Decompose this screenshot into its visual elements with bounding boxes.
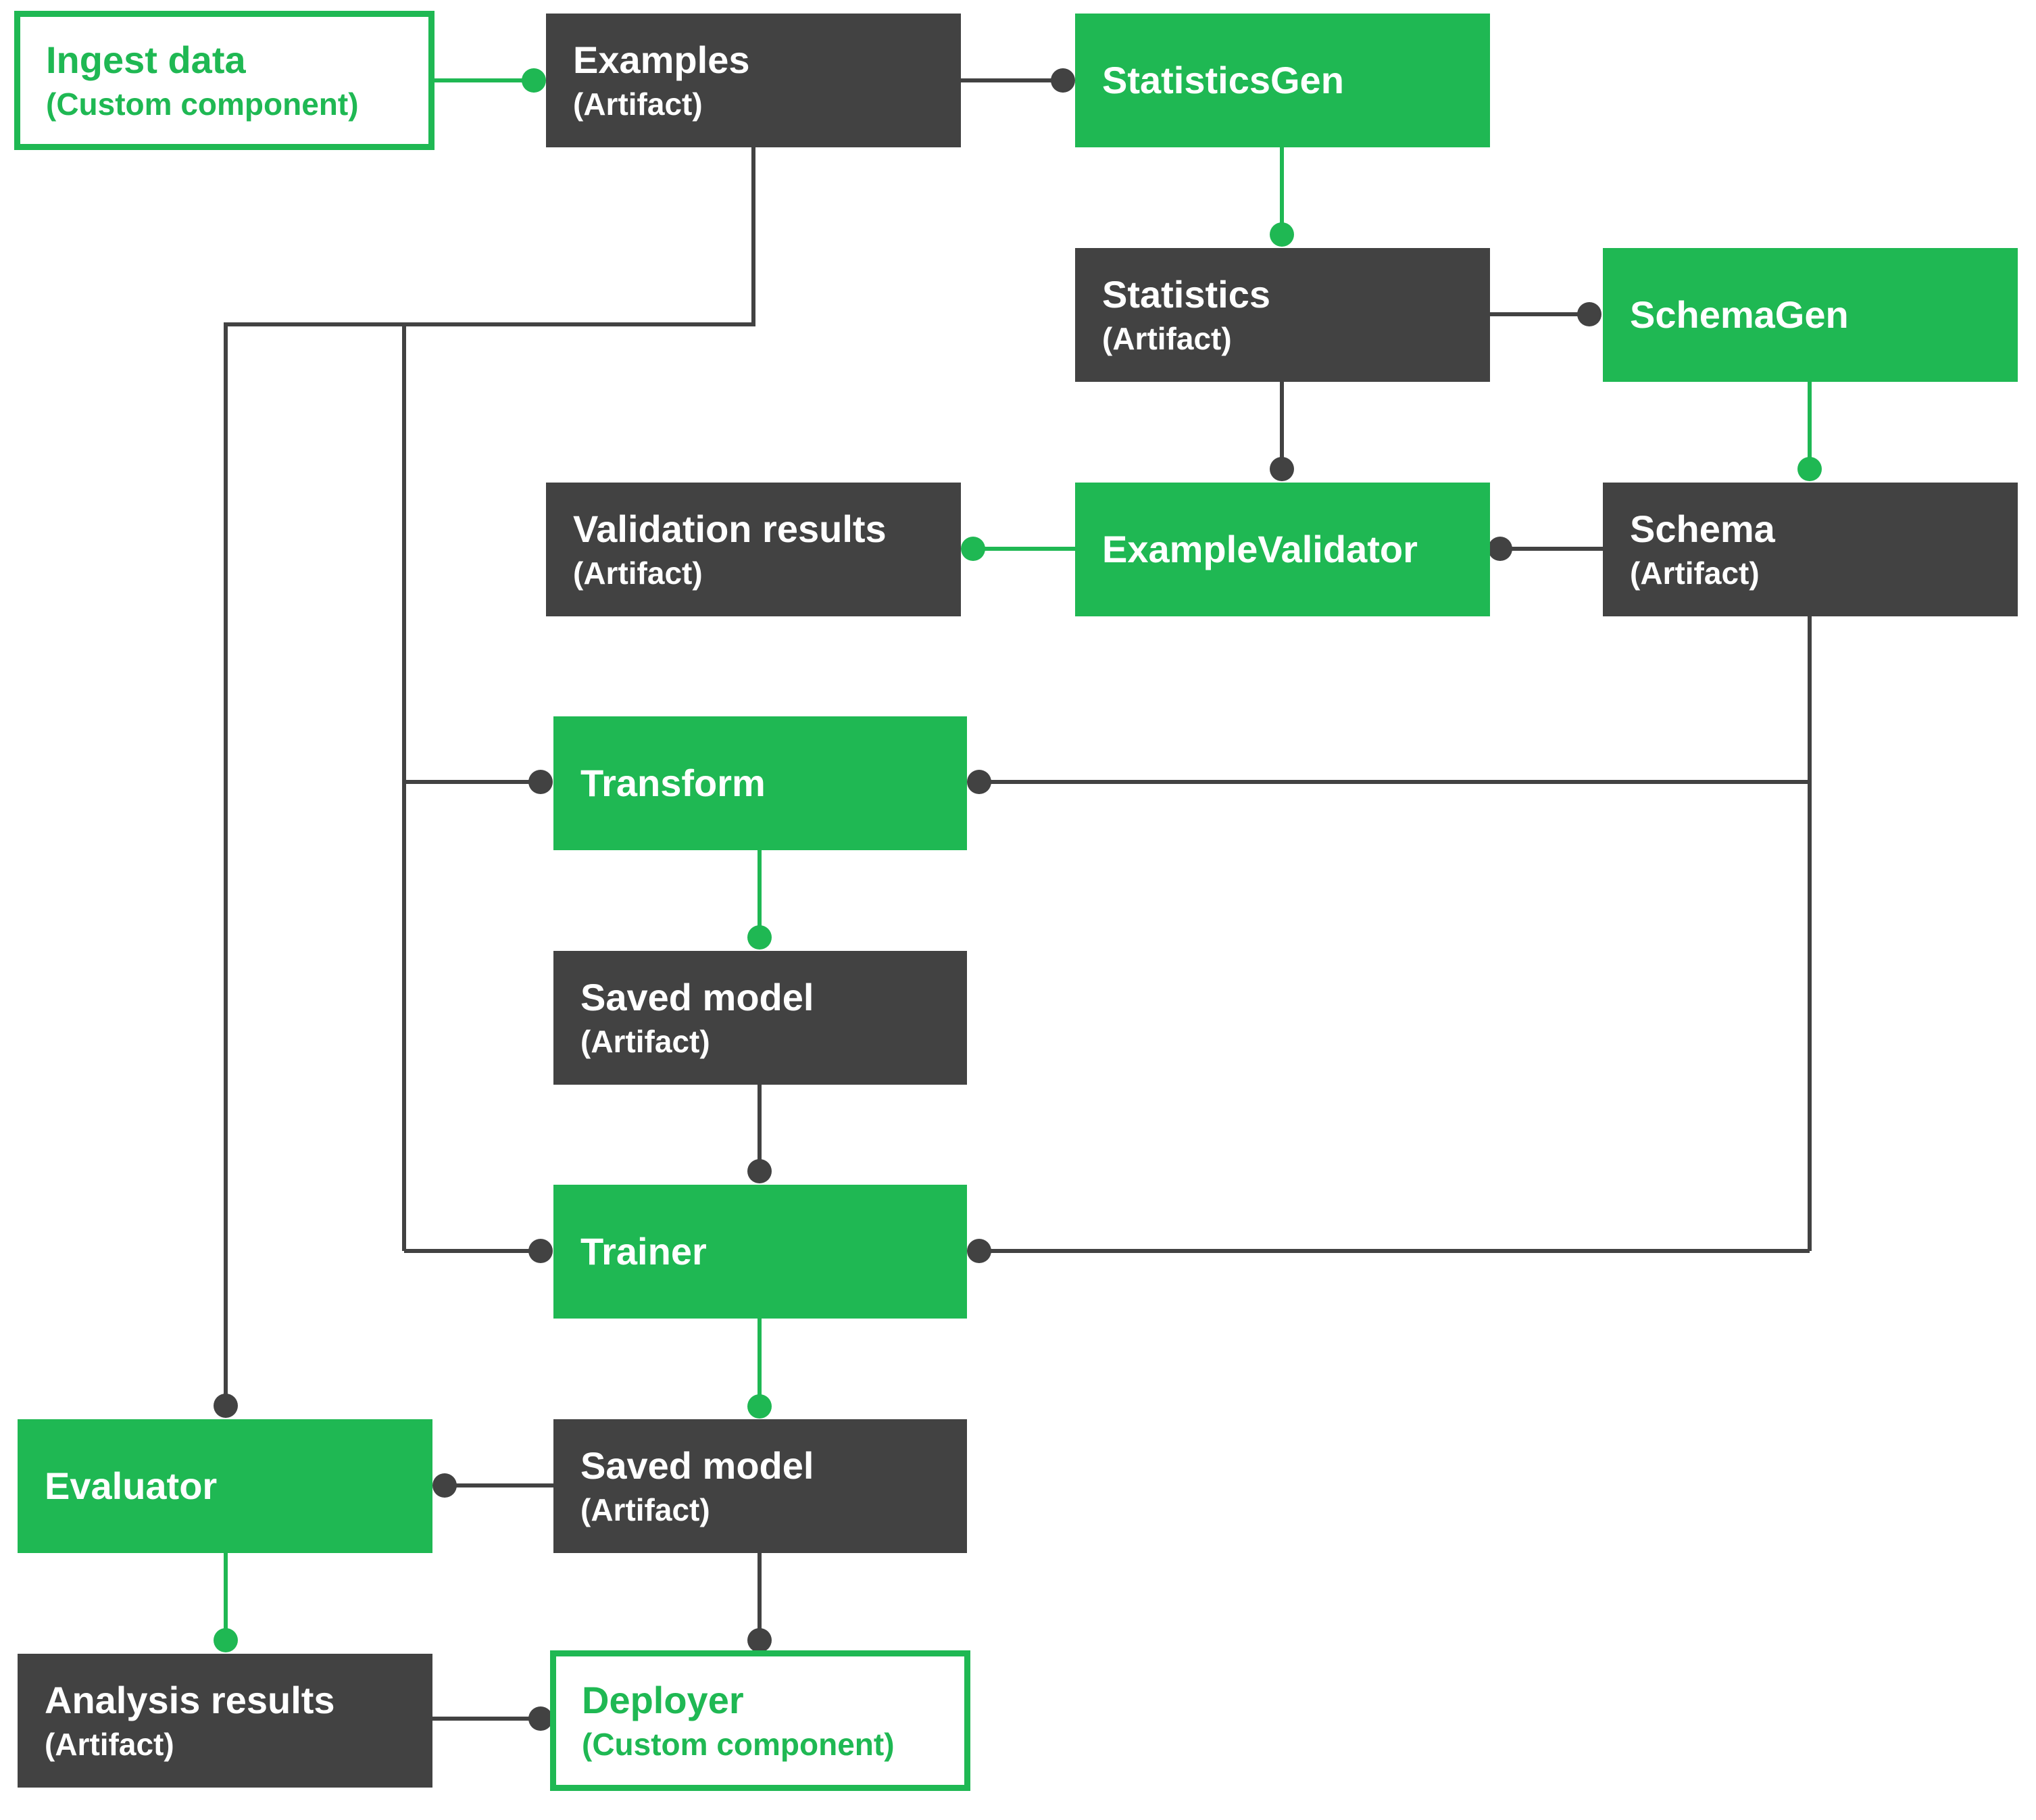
node-subtitle: (Custom component) bbox=[582, 1727, 895, 1762]
saved-model-node-1[interactable]: Saved model (Artifact) bbox=[553, 951, 967, 1085]
node-title: Saved model bbox=[580, 1444, 814, 1487]
node-title: SchemaGen bbox=[1630, 293, 1849, 336]
connector-dot bbox=[1270, 222, 1294, 247]
connector-dot bbox=[528, 1706, 553, 1731]
connector-dot bbox=[747, 1159, 772, 1183]
connector-dot bbox=[528, 1239, 553, 1263]
node-subtitle: (Artifact) bbox=[1102, 321, 1232, 356]
connector-dot bbox=[747, 1628, 772, 1652]
connector-dot bbox=[961, 537, 985, 561]
statisticsgen-node[interactable]: StatisticsGen bbox=[1075, 14, 1490, 147]
node-subtitle: (Artifact) bbox=[573, 87, 703, 122]
connector-dot bbox=[1051, 68, 1075, 93]
connector-dot bbox=[1577, 302, 1602, 326]
node-subtitle: (Artifact) bbox=[580, 1492, 710, 1527]
connector-dot bbox=[747, 1394, 772, 1419]
edge-examples-downstream bbox=[224, 146, 755, 1406]
analysis-results-node[interactable]: Analysis results (Artifact) bbox=[18, 1654, 432, 1788]
validation-results-node[interactable]: Validation results (Artifact) bbox=[546, 483, 961, 616]
connector-dot bbox=[1797, 457, 1822, 481]
connector-dot bbox=[214, 1394, 238, 1418]
schema-node[interactable]: Schema (Artifact) bbox=[1603, 483, 2018, 616]
schemagen-node[interactable]: SchemaGen bbox=[1603, 248, 2018, 382]
connector-dot bbox=[967, 770, 991, 794]
node-title: Saved model bbox=[580, 976, 814, 1018]
node-title: Ingest data bbox=[46, 39, 246, 81]
node-title: Transform bbox=[580, 762, 766, 804]
transform-node[interactable]: Transform bbox=[553, 716, 967, 850]
connector-dot bbox=[1488, 537, 1512, 561]
examples-node[interactable]: Examples (Artifact) bbox=[546, 14, 961, 147]
node-subtitle: (Artifact) bbox=[1630, 556, 1760, 591]
node-title: StatisticsGen bbox=[1102, 59, 1344, 101]
node-subtitle: (Artifact) bbox=[573, 556, 703, 591]
saved-model-node-2[interactable]: Saved model (Artifact) bbox=[553, 1419, 967, 1553]
connector-dot bbox=[522, 68, 546, 93]
node-title: Examples bbox=[573, 39, 750, 81]
node-title: Evaluator bbox=[45, 1465, 218, 1507]
node-subtitle: (Artifact) bbox=[45, 1727, 174, 1762]
ingest-data-node[interactable]: Ingest data (Custom component) bbox=[14, 11, 434, 150]
node-title: ExampleValidator bbox=[1102, 528, 1418, 570]
node-title: Analysis results bbox=[45, 1679, 335, 1721]
trainer-node[interactable]: Trainer bbox=[553, 1185, 967, 1319]
connector-dot bbox=[432, 1473, 457, 1498]
node-title: Validation results bbox=[573, 508, 887, 550]
evaluator-node[interactable]: Evaluator bbox=[18, 1419, 432, 1553]
connector-dot bbox=[214, 1628, 238, 1652]
connector-dot bbox=[967, 1239, 991, 1263]
deployer-node[interactable]: Deployer (Custom component) bbox=[550, 1650, 970, 1791]
connector-dot bbox=[747, 925, 772, 950]
statistics-node[interactable]: Statistics (Artifact) bbox=[1075, 248, 1490, 382]
examplevalidator-node[interactable]: ExampleValidator bbox=[1075, 483, 1490, 616]
node-title: Trainer bbox=[580, 1230, 707, 1273]
connector-dot bbox=[1270, 457, 1294, 481]
node-title: Deployer bbox=[582, 1679, 744, 1721]
node-title: Schema bbox=[1630, 508, 1775, 550]
node-title: Statistics bbox=[1102, 273, 1270, 316]
node-subtitle: (Artifact) bbox=[580, 1024, 710, 1059]
connector-dot bbox=[528, 770, 553, 794]
node-subtitle: (Custom component) bbox=[46, 87, 359, 122]
